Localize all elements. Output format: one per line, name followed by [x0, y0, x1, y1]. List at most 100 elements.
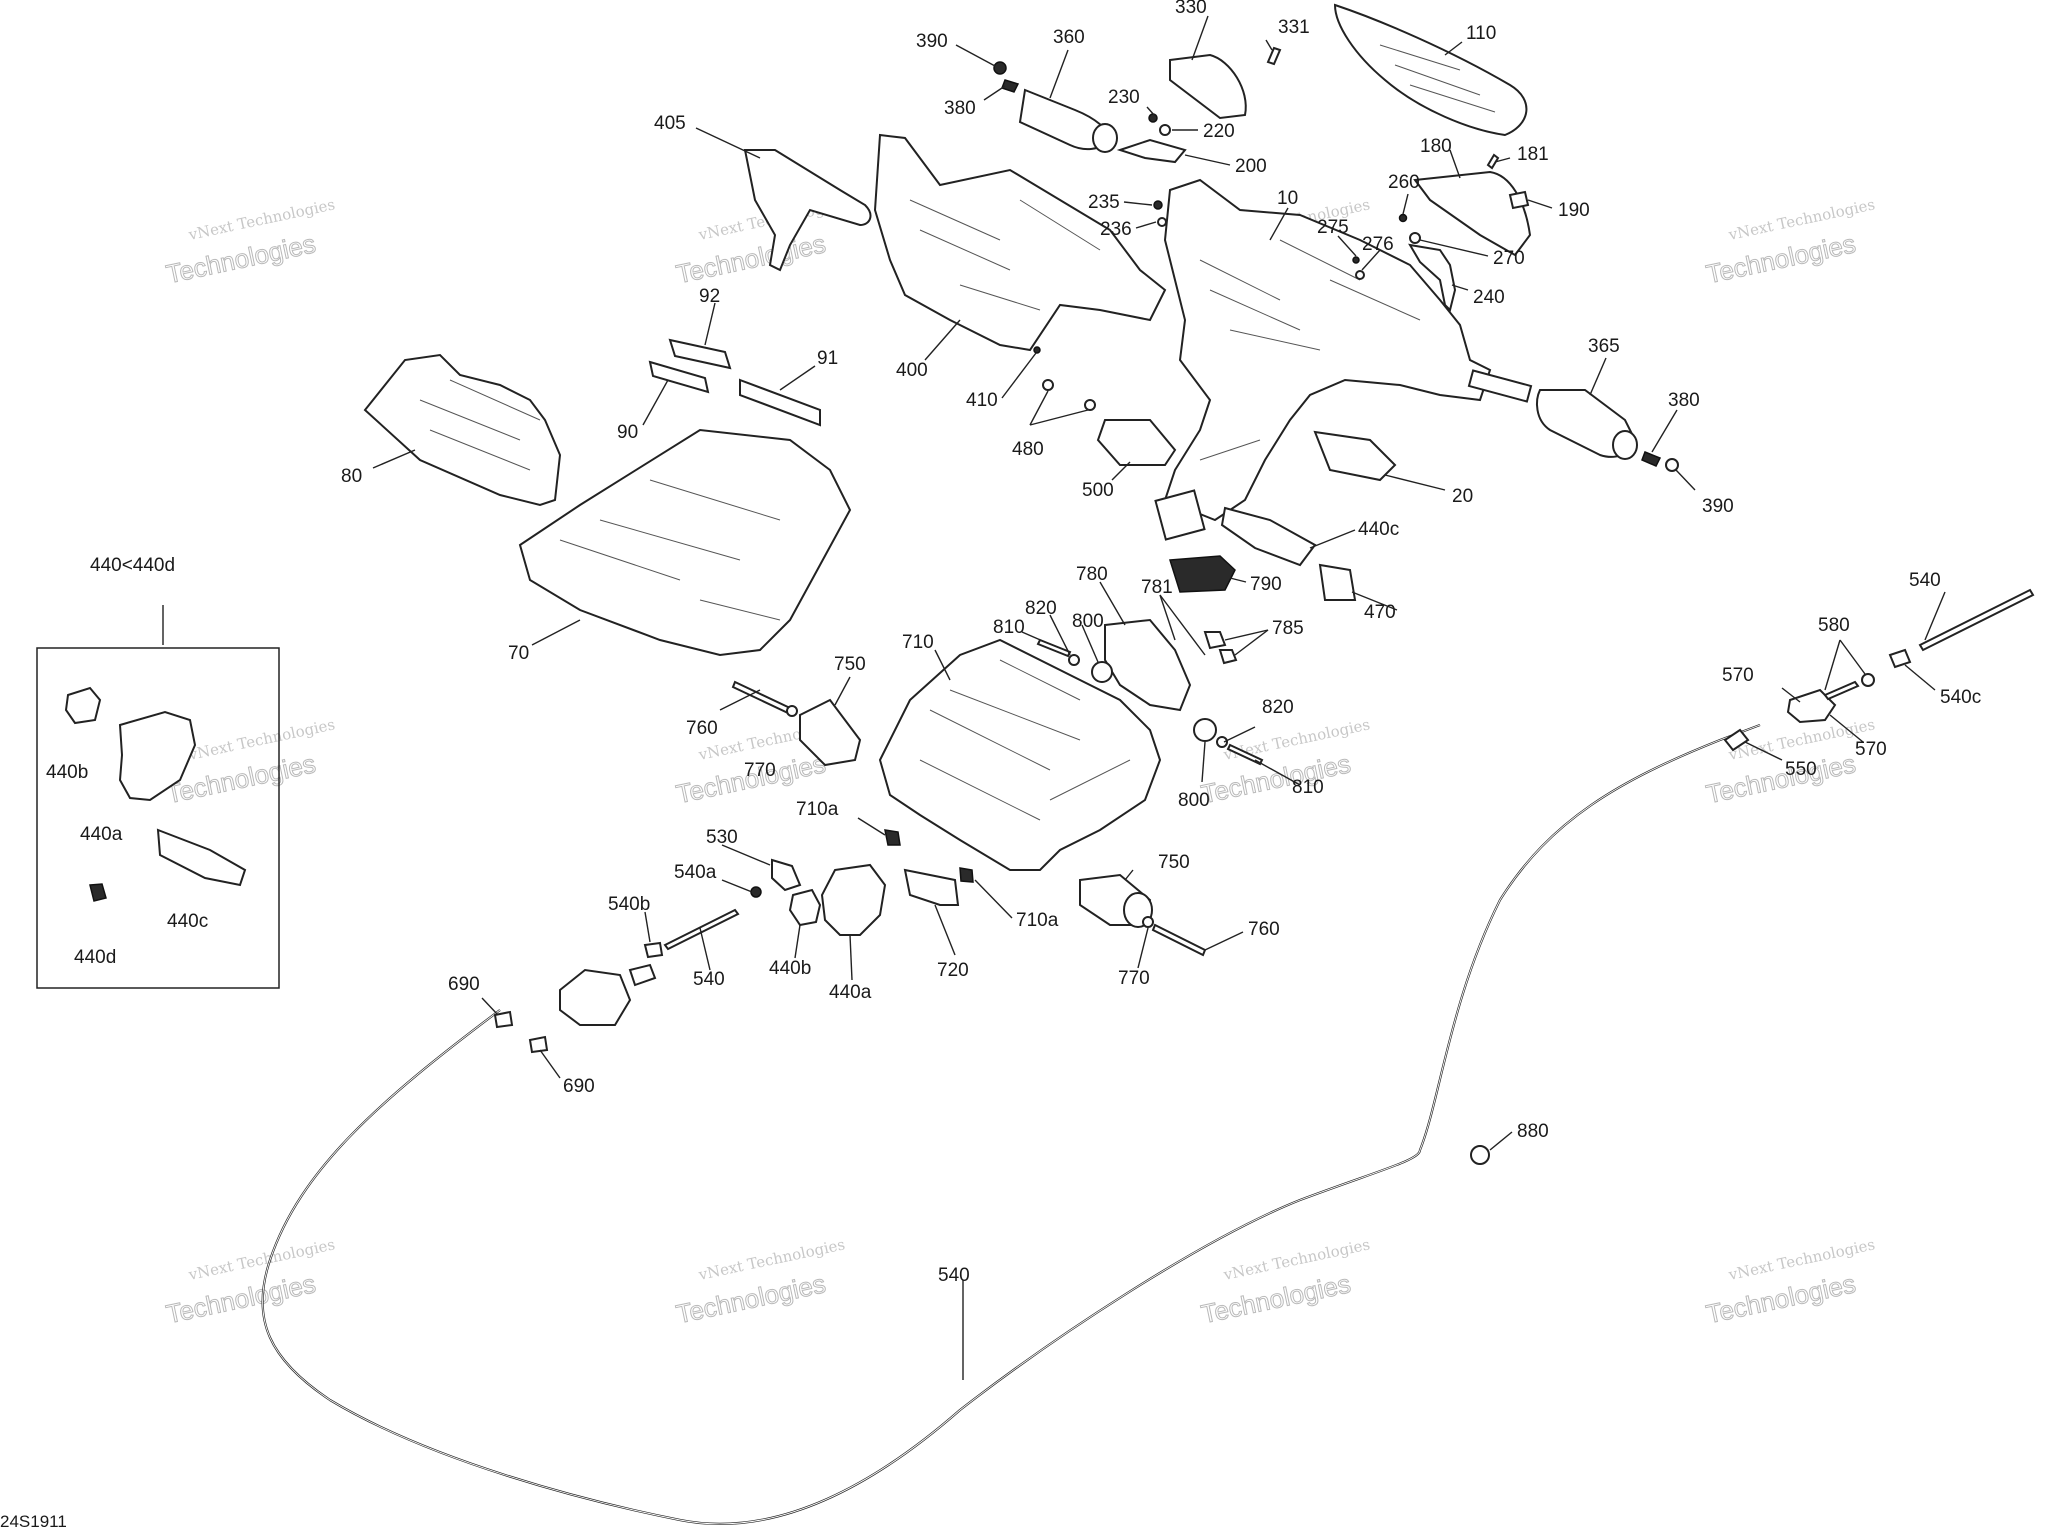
callout-540: 540 — [938, 1265, 970, 1286]
part-710-detail — [919, 659, 1131, 821]
part-580-bolt — [1823, 680, 1860, 701]
callout-275: 275 — [1317, 217, 1349, 238]
part-390-cap-right — [1665, 458, 1679, 472]
callout-760: 760 — [1248, 919, 1280, 940]
callout-20: 20 — [1452, 486, 1473, 507]
callout-270: 270 — [1493, 248, 1525, 269]
part-540b-ferrule — [643, 941, 664, 959]
callout-380: 380 — [1668, 390, 1700, 411]
part-80-detail — [419, 379, 541, 471]
part-530-fitting — [771, 858, 802, 892]
part-800-bushing — [1091, 661, 1113, 683]
part-10-bar-end — [1467, 369, 1533, 403]
part-540-rod-top — [1918, 588, 2035, 652]
callout-810: 810 — [1292, 777, 1324, 798]
callout-790: 790 — [1250, 574, 1282, 595]
part-10-shaft — [1154, 489, 1206, 541]
part-810-bolt-b — [1226, 743, 1264, 766]
callout-480: 480 — [1012, 439, 1044, 460]
callout-70: 70 — [508, 643, 529, 664]
callout-780: 780 — [1076, 564, 1108, 585]
callout-690: 690 — [448, 974, 480, 995]
callout-710: 710 — [902, 632, 934, 653]
part-390-cap — [993, 61, 1007, 75]
callout-440b: 440b — [769, 958, 811, 979]
part-880-clip — [1470, 1145, 1490, 1165]
part-220-nut — [1159, 124, 1171, 136]
callout-750: 750 — [834, 654, 866, 675]
inset-440c-sensor — [156, 828, 247, 887]
callout-80: 80 — [341, 466, 362, 487]
watermark-text: vNext Technologies — [1726, 195, 1876, 244]
inset-title: 440<440d — [90, 555, 175, 576]
callout-235: 235 — [1088, 192, 1120, 213]
part-470-clip — [1318, 563, 1357, 601]
diagram-code: 24S1911 — [0, 1512, 67, 1531]
callout-820: 820 — [1025, 598, 1057, 619]
callout-390: 390 — [1702, 496, 1734, 517]
part-550-fitting — [1723, 728, 1750, 752]
part-785-nut — [1203, 631, 1227, 650]
part-500-switch — [1096, 419, 1177, 466]
part-760-bolt — [731, 680, 792, 715]
watermark-text: Technologies — [674, 1268, 829, 1329]
part-480-screw — [1042, 379, 1054, 391]
callout-470: 470 — [1364, 602, 1396, 623]
callout-200: 200 — [1235, 156, 1267, 177]
part-690-bolt — [493, 1010, 514, 1029]
callout-440a: 440a — [829, 982, 872, 1003]
callout-570: 570 — [1855, 739, 1887, 760]
watermark-text: Technologies — [1704, 1268, 1859, 1329]
part-410-nut — [1033, 346, 1041, 354]
part-710a-nut — [884, 829, 901, 846]
callout-331: 331 — [1278, 17, 1310, 38]
part-360-grip-end — [1092, 123, 1118, 153]
part-720-bracket — [903, 868, 960, 906]
callout-710a: 710a — [796, 799, 839, 820]
part-270-screw — [1409, 232, 1421, 244]
part-10-detail — [1199, 239, 1421, 461]
callout-760: 760 — [686, 718, 718, 739]
callout-540: 540 — [1909, 570, 1941, 591]
callout-500: 500 — [1082, 480, 1114, 501]
part-770-washer — [786, 705, 798, 717]
part-820-washer-b — [1216, 736, 1228, 748]
inset-440-group: 440<440d 440b 440a 440c 440d — [36, 555, 280, 989]
watermark: vNext Technologies Technologies — [163, 1235, 337, 1329]
part-330-cover — [1169, 53, 1247, 120]
part-70-lower-body — [518, 428, 852, 657]
callout-380: 380 — [944, 98, 976, 119]
part-380-weight — [1001, 79, 1020, 93]
callout-400: 400 — [896, 360, 928, 381]
callout-90: 90 — [617, 422, 638, 443]
callout-92: 92 — [699, 286, 720, 307]
watermark-text: vNext Technologies — [186, 1235, 336, 1284]
part-190-switch — [1508, 190, 1530, 210]
callout-10: 10 — [1277, 188, 1298, 209]
part-365-grip-end — [1612, 430, 1638, 460]
callout-440b: 440b — [46, 762, 88, 783]
callout-360: 360 — [1053, 27, 1085, 48]
part-780-bracket — [1104, 618, 1192, 712]
callout-690: 690 — [563, 1076, 595, 1097]
callout-800: 800 — [1072, 611, 1104, 632]
part-110-detail — [1379, 44, 1496, 113]
part-110-cover — [1333, 3, 1528, 137]
callout-540: 540 — [693, 969, 725, 990]
callout-770: 770 — [744, 760, 776, 781]
callout-91: 91 — [817, 348, 838, 369]
part-230-screw — [1148, 113, 1158, 123]
part-440c-sensor — [1220, 506, 1317, 567]
part-throttle-housing — [559, 968, 632, 1026]
callout-540a: 540a — [674, 862, 717, 883]
part-760-bolt-b — [1151, 923, 1207, 957]
part-785-nut-b — [1218, 649, 1238, 665]
watermark-text: vNext Technologies — [1221, 1235, 1371, 1284]
watermark-text: vNext Technologies — [1726, 1235, 1876, 1284]
callout-781: 781 — [1141, 577, 1173, 598]
watermark: vNext Technologies Technologies — [1198, 715, 1372, 809]
watermark: vNext Technologies Technologies — [1703, 195, 1877, 289]
part-235-screw — [1153, 200, 1163, 210]
watermark: vNext Technologies Technologies — [673, 1235, 847, 1329]
